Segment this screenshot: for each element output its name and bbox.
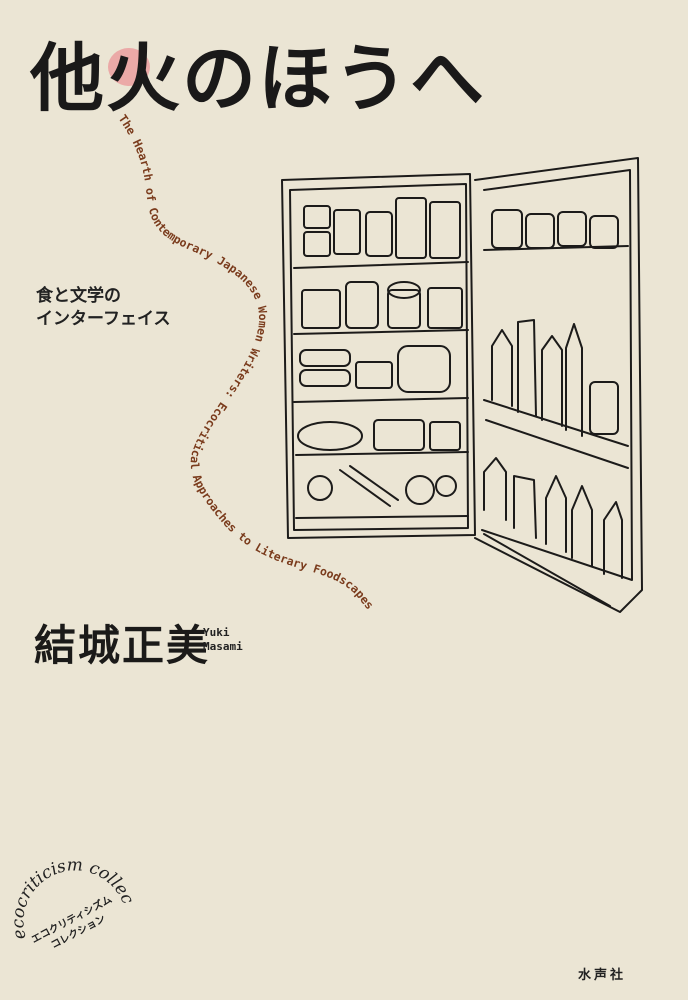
author-name-en: Yuki Masami bbox=[203, 626, 243, 654]
book-title: 他火のほうへ bbox=[30, 36, 486, 122]
author-family-name: Masami bbox=[203, 639, 243, 653]
flame-accent-icon bbox=[108, 48, 150, 86]
subtitle-line-2: インターフェイス bbox=[36, 308, 171, 329]
author-name-jp: 結城正美 bbox=[34, 621, 211, 670]
refrigerator-illustration-icon bbox=[281, 157, 643, 613]
subtitle-line-1: 食と文学の bbox=[36, 286, 121, 306]
author-given-name: Yuki bbox=[203, 626, 230, 639]
publisher-name: 水声社 bbox=[578, 968, 627, 983]
book-subtitle: 食と文学の インターフェイス bbox=[36, 285, 170, 331]
english-title: The Hearth of Contemporary Japanese Wome… bbox=[116, 112, 377, 612]
collection-mark-icon: ecocriticism collection エコクリティシズム コレクション bbox=[10, 858, 138, 951]
